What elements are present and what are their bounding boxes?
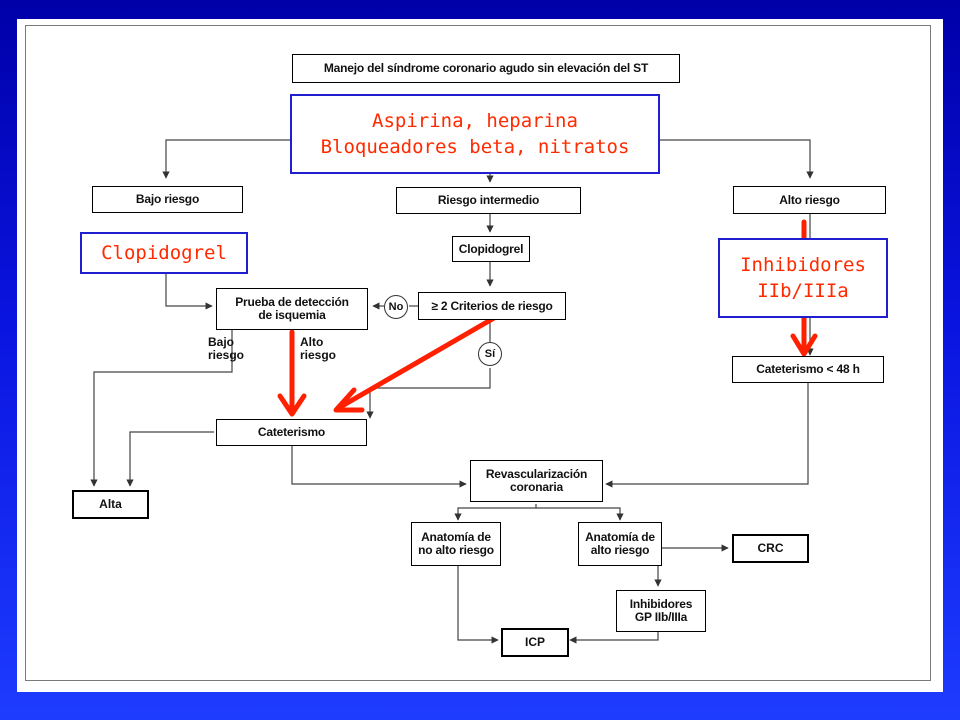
riesgo-intermedio-box: Riesgo intermedio (396, 187, 581, 214)
connector-bajo-prueba (165, 258, 213, 310)
anatomia-alto-box: Anatomía de alto riesgo (578, 522, 662, 566)
criterios-riesgo-box: ≥ 2 Criterios de riesgo (418, 292, 566, 320)
connector-cateterismo-alta (126, 431, 214, 487)
cateterismo-box: Cateterismo (216, 419, 367, 446)
connector-prueba-alta (90, 330, 233, 487)
connector-title-left (162, 139, 292, 179)
bajo-riesgo-branch-label: Bajo riesgo (208, 335, 245, 362)
connector-title-right (660, 139, 814, 179)
red-arrow-cateterismo-head (277, 393, 307, 417)
title-box: Manejo del síndrome coronario agudo sin … (292, 54, 680, 83)
no-circle: No (384, 295, 408, 319)
aspirina-callout: Aspirina, heparina Bloqueadores beta, ni… (290, 94, 660, 174)
icp-box: ICP (501, 628, 569, 657)
crc-box: CRC (732, 534, 809, 563)
connector-noalto-icp (457, 566, 499, 644)
revascularizacion-box: Revascularización coronaria (470, 460, 603, 502)
cateterismo-48h-box: Cateterismo < 48 h (732, 356, 884, 383)
anatomia-no-alto-box: Anatomía de no alto riesgo (411, 522, 501, 566)
alto-riesgo-branch-label: Alto riesgo (300, 335, 337, 362)
inhibidores-gp-box: Inhibidores GP IIb/IIIa (616, 590, 706, 632)
bajo-riesgo-box: Bajo riesgo (92, 186, 243, 213)
connector-inhibidores-icp (569, 632, 659, 644)
prueba-isquemia-box: Prueba de detección de isquemia (216, 288, 368, 330)
connector-si-cateterismo (366, 368, 491, 419)
red-arrow-diagonal-shaft (339, 315, 497, 409)
alto-riesgo-box: Alto riesgo (733, 186, 886, 214)
connector-revasc-anatomia-alto (536, 507, 624, 521)
clopidogrel-callout: Clopidogrel (80, 232, 248, 274)
alta-box: Alta (72, 490, 149, 519)
inhibidores-callout: Inhibidores IIb/IIIa (718, 238, 888, 318)
red-arrow-right-head (790, 333, 818, 357)
connector-cateterismo-revasc (291, 446, 467, 488)
connector-revasc-anatomias (454, 504, 537, 521)
connector-cat48-revasc (605, 382, 809, 488)
diagram-frame (25, 25, 931, 681)
si-circle: Sí (478, 342, 502, 366)
clopidogrel-box: Clopidogrel (452, 236, 530, 262)
red-arrow-diagonal-head (333, 387, 365, 413)
